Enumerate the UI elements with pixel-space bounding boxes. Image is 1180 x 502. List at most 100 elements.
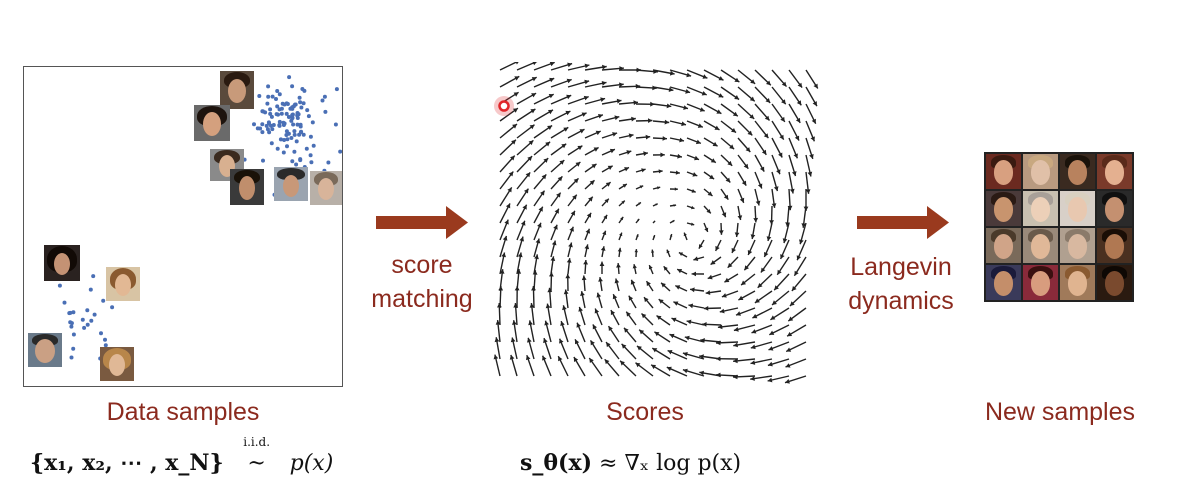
score-vector-head [532, 270, 538, 275]
data-point [85, 308, 90, 313]
data-point [275, 89, 280, 93]
data-point [264, 123, 269, 128]
score-vector-head [604, 359, 610, 365]
score-vector-head [686, 72, 692, 78]
score-vector-head [691, 205, 695, 210]
data-point [295, 122, 300, 127]
data-point [268, 107, 273, 112]
score-vector-head [545, 303, 551, 309]
score-vector-head [517, 252, 523, 258]
data-point [261, 158, 265, 163]
score-vector-head [512, 320, 517, 325]
score-vector-head [520, 220, 526, 226]
score-vector-head [732, 111, 738, 117]
score-vector-head [596, 292, 602, 298]
score-vector-head [652, 348, 658, 353]
score-vector-head [714, 125, 720, 130]
data-distribution: p(x) [289, 451, 334, 476]
score-vector-head [761, 149, 767, 155]
data-point [320, 98, 325, 103]
score-vector-head [602, 64, 607, 70]
data-point [285, 144, 289, 149]
score-vector-head [686, 319, 692, 325]
score-vector-head [534, 254, 539, 260]
score-vector-head [725, 177, 731, 183]
data-point [308, 134, 313, 139]
score-vector-head [586, 212, 592, 218]
score-vector-head [743, 163, 749, 169]
data-point [277, 119, 282, 124]
score-vector-head [589, 358, 594, 363]
score-vector-head [710, 260, 716, 265]
score-vector-head [599, 261, 605, 266]
score-vector-head [600, 246, 606, 251]
score-vector-head [738, 295, 744, 300]
score-vector-head [543, 158, 549, 163]
score-vector-head [612, 294, 618, 300]
score-vector-head [561, 143, 567, 149]
data-point [265, 101, 270, 106]
iid-tilde: i.i.d. ~ [243, 435, 271, 476]
score-vector-head [810, 136, 815, 142]
data-point [103, 343, 108, 348]
score-vector-head [769, 330, 775, 335]
data-point [282, 121, 287, 126]
score-vector-head [731, 247, 736, 253]
data-point [326, 160, 331, 165]
score-vector-head [779, 134, 784, 140]
score-vector-head [741, 280, 746, 286]
score-vector-head [620, 216, 624, 221]
score-vector-head [572, 194, 577, 200]
score-vector-head [764, 252, 769, 257]
score-vector-head [770, 315, 776, 320]
score-vector-head [767, 361, 773, 367]
score-vector-head [497, 303, 502, 308]
score-vector-head [644, 297, 649, 303]
score-vector-head [707, 274, 713, 280]
score-vector-head [515, 62, 519, 65]
score-vector-head [550, 256, 556, 261]
score-vector-head [733, 327, 739, 332]
score-vector-head [522, 204, 527, 210]
data-point [297, 132, 302, 137]
score-vector-head [754, 298, 760, 303]
score-vector-head [750, 360, 756, 365]
data-point [69, 321, 74, 326]
score-vector-head [717, 324, 723, 330]
score-vector-head [727, 160, 733, 166]
score-vector-head [683, 232, 687, 237]
score-vector-head [607, 165, 613, 170]
score-vector-head [786, 347, 792, 352]
data-point [89, 318, 94, 323]
score-vector-head [699, 370, 704, 376]
sample-set: {x₁, x₂, ⋯ , x_N} [30, 450, 224, 476]
langevin-dynamics-label: Langevin dynamics [848, 253, 954, 315]
score-vector-head [781, 81, 787, 87]
score-vector-head [584, 244, 590, 250]
score-vector-head [633, 100, 638, 106]
score-vector-head [702, 74, 708, 79]
face-thumbnail [310, 171, 342, 205]
score-vector-head [541, 174, 547, 180]
score-vector-head [606, 342, 611, 348]
score-vector-head [703, 306, 709, 311]
score-vector-head [651, 364, 656, 370]
face-thumbnail [194, 105, 230, 141]
data-point [67, 311, 72, 316]
score-vector-head [516, 269, 522, 274]
score-vector-head [780, 116, 785, 122]
generated-face [1097, 265, 1132, 300]
generated-face [986, 228, 1021, 263]
score-vector-head [507, 187, 512, 193]
data-point [292, 129, 297, 134]
score-vector-head [639, 329, 645, 335]
score-vector-head [733, 342, 738, 348]
face-thumbnail [106, 267, 140, 301]
score-vector-head [616, 263, 621, 268]
generated-face [1060, 191, 1095, 226]
score-vector-head [723, 194, 729, 200]
data-point [290, 113, 295, 118]
score-vector-head [602, 230, 607, 236]
generated-face [1097, 191, 1132, 226]
score-vector-head [548, 94, 554, 99]
